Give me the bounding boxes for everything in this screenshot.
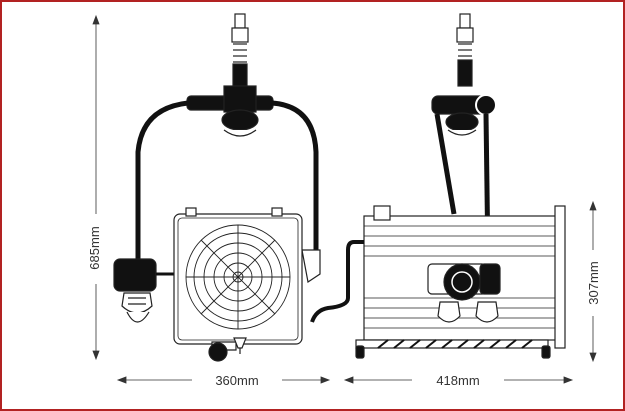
dimension-height-label: 685mm: [87, 226, 102, 269]
front-yoke-arm-right: [271, 100, 319, 250]
front-lens-grill: [185, 224, 291, 330]
side-spigot-tip: [459, 13, 471, 29]
dimension-side-height-label: 307mm: [586, 261, 601, 304]
dimension-front-width-label: 360mm: [215, 373, 258, 388]
side-view: [310, 13, 566, 359]
side-power-cable: [310, 240, 364, 323]
front-focus-knob: [208, 342, 228, 362]
front-spigot-collar: [232, 63, 248, 87]
dimension-lines: [92, 14, 597, 384]
front-yoke-arm-left: [135, 100, 189, 264]
front-spigot-tip: [234, 13, 246, 29]
dimension-side-length-label: 418mm: [436, 373, 479, 388]
front-tilt-knob: [113, 258, 157, 292]
front-view: [113, 13, 321, 362]
